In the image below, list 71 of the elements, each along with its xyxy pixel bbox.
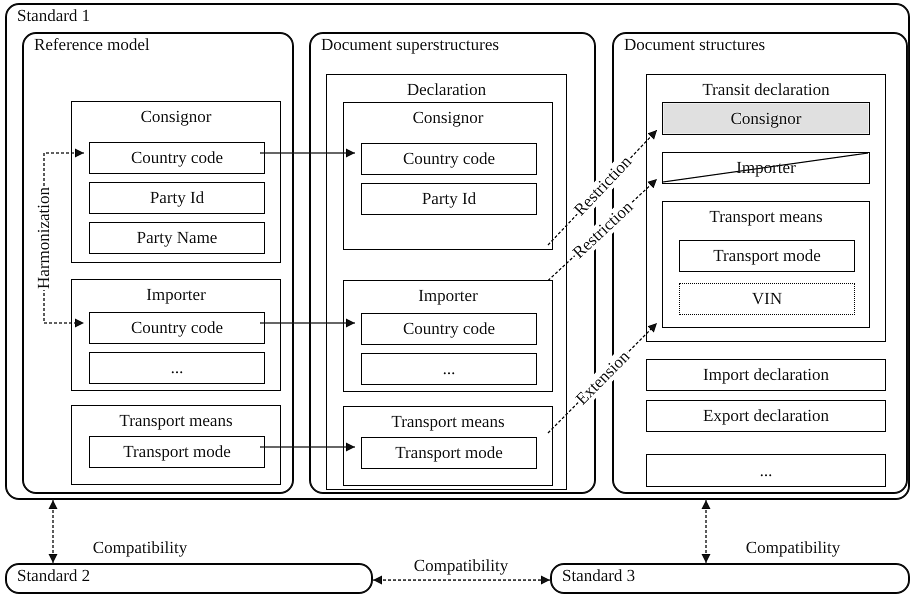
node-label: Standard 1 — [16, 5, 90, 26]
node-label: Country code — [402, 319, 496, 339]
node-label: Importer — [146, 284, 206, 305]
group-box — [662, 201, 870, 328]
node-label: Consignor — [412, 107, 484, 128]
field-box — [89, 142, 265, 174]
edge-label: Compatibility — [92, 539, 188, 557]
arrow — [260, 442, 355, 452]
node-label: ... — [760, 460, 772, 480]
node-label: Importer — [418, 285, 478, 306]
node-label: Consignor — [730, 108, 802, 128]
node-label: Country code — [402, 149, 496, 169]
node-label: Transport means — [119, 410, 233, 431]
node-label: Standard 2 — [16, 565, 90, 586]
field-box — [646, 454, 886, 487]
node-label: Consignor — [140, 106, 212, 127]
node-label: Export declaration — [702, 406, 830, 426]
arrow — [260, 148, 355, 158]
field-box — [361, 353, 537, 385]
node-label: Party Name — [136, 228, 218, 248]
node-label: Party Id — [422, 189, 476, 209]
field-box — [679, 283, 855, 315]
node-label: Document structures — [623, 34, 766, 55]
node-label: Country code — [130, 318, 224, 338]
field-box — [361, 313, 537, 345]
field-box — [646, 400, 886, 432]
arrow — [702, 500, 710, 563]
node-label: Transport mode — [395, 443, 503, 463]
arrow — [48, 500, 58, 563]
edge-label: Compatibility — [412, 557, 510, 575]
field-box — [89, 182, 265, 214]
group-box — [71, 101, 281, 263]
field-box — [89, 312, 265, 344]
node-label: Transport means — [709, 206, 823, 227]
field-box — [679, 240, 855, 272]
node-label: Transit declaration — [702, 79, 830, 100]
group-box — [326, 74, 567, 490]
group-box — [343, 280, 553, 392]
edge-label: Compatibility — [744, 539, 842, 557]
node-label: Import declaration — [702, 365, 830, 385]
group-box — [343, 102, 553, 250]
node-label: Transport mode — [123, 442, 231, 462]
arrow — [260, 318, 355, 328]
node-label: Transport mode — [713, 246, 821, 266]
rounded-panel — [22, 32, 294, 494]
rounded-panel — [550, 563, 910, 594]
node-label: Reference model — [33, 34, 150, 55]
group-box — [343, 406, 553, 486]
field-box — [361, 143, 537, 175]
node-label: Party Id — [150, 188, 204, 208]
group-box — [71, 279, 281, 391]
node-label: Country code — [130, 148, 224, 168]
node-label: Standard 3 — [561, 565, 636, 586]
field-box — [646, 359, 886, 391]
node-label: Document superstructures — [320, 34, 499, 55]
node-label: Transport means — [391, 411, 505, 432]
group-box — [71, 405, 281, 485]
field-box — [89, 222, 265, 254]
group-box — [646, 74, 886, 342]
node-label: ... — [442, 359, 456, 379]
node-label: Declaration — [406, 79, 486, 100]
field-box — [361, 437, 537, 469]
field-box — [361, 183, 537, 215]
node-label: VIN — [752, 289, 782, 309]
field-box — [89, 352, 265, 384]
field-box — [89, 436, 265, 468]
arrow — [373, 576, 550, 585]
field-box — [662, 102, 870, 135]
node-label: ... — [170, 358, 184, 378]
rounded-panel — [5, 563, 373, 594]
rounded-panel — [5, 3, 910, 500]
